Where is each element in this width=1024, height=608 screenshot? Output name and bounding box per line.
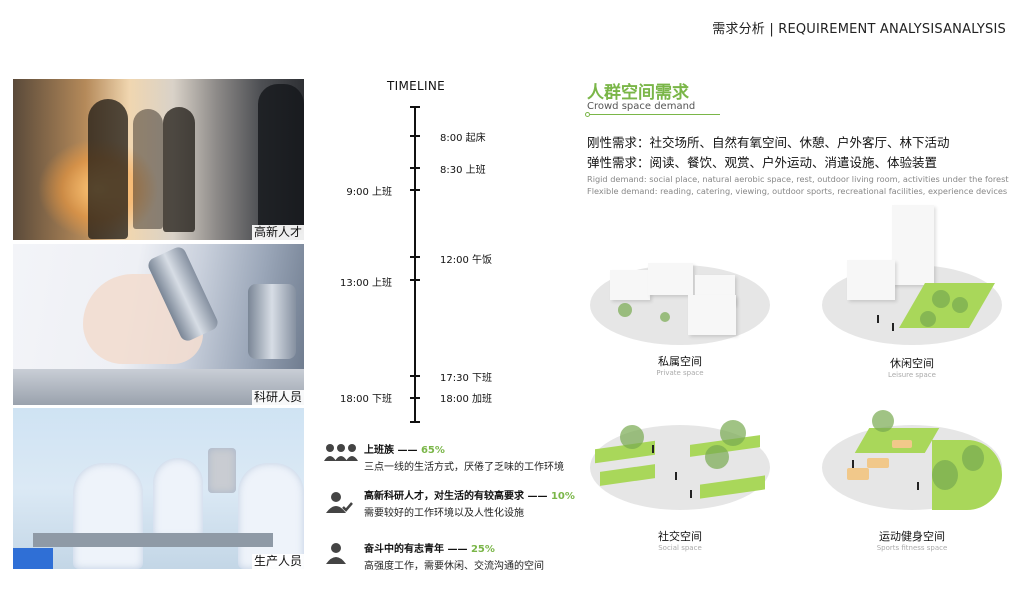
tree: [920, 311, 936, 327]
silhouette: [88, 99, 128, 239]
machine-hopper: [208, 448, 236, 493]
user-check-icon: [326, 492, 353, 513]
space-label-en: Leisure space: [888, 371, 936, 379]
tree: [660, 312, 670, 322]
stat-desc: 三点一线的生活方式，厌倦了乏味的工作环境: [364, 462, 564, 473]
timeline-event-right: 12:00 午饭: [440, 255, 492, 266]
timeline-tick: [410, 106, 420, 108]
space-private: 私属空间 Private space: [580, 215, 780, 377]
person-figure: [652, 445, 654, 453]
timeline-tick: [410, 135, 420, 137]
fitness-pad: [847, 468, 869, 480]
worker-figure: [153, 458, 203, 538]
timeline-tick: [410, 279, 420, 281]
timeline-tick: [410, 189, 420, 191]
timeline-event-right: 17:30 下班: [440, 373, 492, 384]
stat-desc: 需要较好的工作环境以及人性化设施: [364, 508, 524, 519]
space-label: 休闲空间: [890, 357, 934, 370]
space-social: 社交空间 Social space: [580, 400, 780, 560]
photo-caption: 高新人才: [251, 225, 304, 240]
person-figure: [892, 323, 894, 331]
tree: [872, 410, 894, 432]
timeline-event-right: 18:00 加班: [440, 394, 492, 405]
person-figure: [690, 490, 692, 498]
silhouette: [163, 107, 195, 232]
building-block: [847, 260, 895, 300]
timeline-event-left: 13:00 上班: [340, 278, 392, 289]
space-label-en: Private space: [656, 369, 704, 377]
section-title: 人群空间需求: [587, 83, 689, 103]
person-figure: [852, 460, 854, 468]
building-block: [610, 270, 650, 300]
group-icon: [324, 444, 358, 461]
tree: [720, 420, 746, 446]
timeline-tick: [410, 421, 420, 423]
stat-title: 高新科研人才，对生活的有较高要求 —— 10%: [364, 491, 575, 502]
section-underline: [587, 114, 720, 115]
timeline-tick: [410, 256, 420, 258]
tree: [618, 303, 632, 317]
space-label: 运动健身空间: [879, 530, 945, 543]
tree: [932, 460, 958, 490]
timeline-title: TIMELINE: [387, 79, 445, 93]
fitness-pad: [892, 440, 912, 448]
space-label-en: Social space: [658, 544, 702, 552]
space-label: 私属空间: [658, 355, 702, 368]
section-subtitle: Crowd space demand: [587, 101, 696, 112]
space-label: 社交空间: [658, 530, 702, 543]
timeline-tick: [410, 167, 420, 169]
stat-title: 上班族 —— 65%: [364, 445, 445, 456]
rigid-demand-cn: 刚性需求：社交场所、自然有氧空间、休憩、户外客厅、林下活动: [587, 135, 950, 150]
timeline-axis: [414, 106, 416, 423]
tree: [932, 290, 950, 308]
page-header-title: 需求分析 | REQUIREMENT ANALYSISANALYSIS: [712, 22, 1006, 37]
person-figure: [675, 472, 677, 480]
stat-percent: 65%: [420, 445, 445, 456]
timeline-tick: [410, 397, 420, 399]
worker-figure: [238, 463, 304, 569]
timeline-event-left: 9:00 上班: [346, 187, 392, 198]
building-block: [688, 295, 736, 335]
space-sports-fitness: 运动健身空间 Sports fitness space: [812, 400, 1012, 560]
rigid-demand-en: Rigid demand: social place, natural aero…: [587, 174, 1009, 184]
silhouette: [133, 109, 163, 229]
timeline-event-left: 18:00 下班: [340, 394, 392, 405]
timeline-event-right: 8:30 上班: [440, 165, 486, 176]
tower-block: [892, 205, 934, 285]
microscope-objective: [248, 284, 296, 359]
flexible-demand-en: Flexible demand: reading, catering, view…: [587, 186, 1008, 196]
blue-bin: [13, 548, 53, 569]
section-underline-dot: [585, 112, 590, 117]
worker-figure: [73, 463, 143, 569]
tree: [962, 445, 984, 471]
photo-caption: 科研人员: [251, 390, 304, 405]
tree: [620, 425, 644, 449]
stat-percent: 25%: [470, 544, 495, 555]
person-figure: [877, 315, 879, 323]
tree: [952, 297, 968, 313]
user-icon: [326, 543, 346, 564]
workbench: [33, 533, 273, 547]
person-figure: [917, 482, 919, 490]
photo-researchers: 科研人员: [13, 244, 304, 405]
photo-caption: 生产人员: [251, 554, 304, 569]
timeline-event-right: 8:00 起床: [440, 133, 486, 144]
space-leisure: 休闲空间 Leisure space: [812, 205, 1012, 379]
stat-percent: 10%: [550, 491, 575, 502]
photo-high-tech-talent: 高新人才: [13, 79, 304, 240]
building-block: [648, 263, 693, 295]
stat-title: 奋斗中的有志青年 —— 25%: [364, 544, 495, 555]
timeline-tick: [410, 375, 420, 377]
tree: [705, 445, 729, 469]
flexible-demand-cn: 弹性需求：阅读、餐饮、观赏、户外运动、消遣设施、体验装置: [587, 155, 938, 170]
stat-desc: 高强度工作，需要休闲、交流沟通的空间: [364, 561, 544, 572]
fitness-pad: [867, 458, 889, 468]
silhouette: [258, 84, 304, 234]
photo-production-staff: 生产人员: [13, 408, 304, 569]
space-label-en: Sports fitness space: [876, 544, 948, 552]
